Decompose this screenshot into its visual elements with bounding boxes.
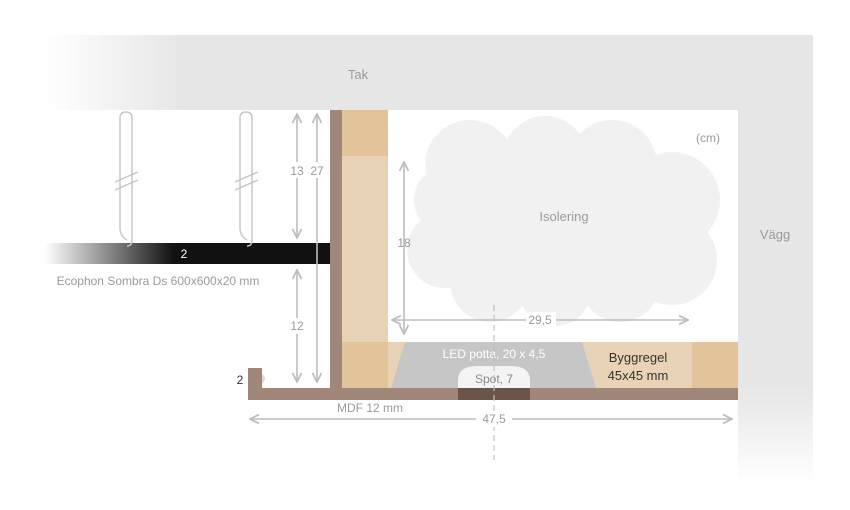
bottom-stud-left-end — [342, 342, 388, 388]
lip-thickness-label: 2 — [237, 373, 244, 387]
stud-label-line1: Byggregel — [609, 350, 668, 365]
ceiling-slab — [45, 35, 813, 110]
mdf-vertical-board — [330, 110, 342, 388]
wall — [738, 35, 813, 485]
panel-thickness-label: 2 — [181, 247, 188, 261]
lip-rounding — [262, 374, 265, 384]
insulation-label: Isolering — [539, 209, 588, 224]
insulation-cloud — [407, 116, 720, 326]
panel-name-label: Ecophon Sombra Ds 600x600x20 mm — [57, 274, 260, 288]
dim-27-label: 27 — [310, 164, 324, 178]
mdf-label: MDF 12 mm — [337, 401, 403, 415]
mdf-lip — [248, 368, 262, 390]
ceiling-label: Tak — [348, 67, 369, 82]
dim-12-label: 12 — [290, 319, 304, 333]
vertical-stud-end — [342, 110, 388, 156]
dim-18-label: 18 — [397, 236, 411, 250]
bottom-stud-right-end — [692, 342, 738, 388]
acoustic-panel — [45, 243, 330, 264]
dim-13-label: 13 — [290, 164, 304, 178]
hanger-right — [239, 111, 253, 247]
hanger-left — [119, 111, 133, 247]
led-box-label: LED potta, 20 x 4,5 — [443, 347, 546, 361]
panel-hangers — [114, 111, 259, 247]
wall-label: Vägg — [760, 227, 790, 242]
stud-label-line2: 45x45 mm — [608, 368, 669, 383]
spot-cutout — [458, 388, 530, 400]
unit-label: (cm) — [696, 131, 720, 145]
dim-47-5-label: 47,5 — [482, 412, 506, 426]
dim-29-5-label: 29,5 — [528, 313, 552, 327]
